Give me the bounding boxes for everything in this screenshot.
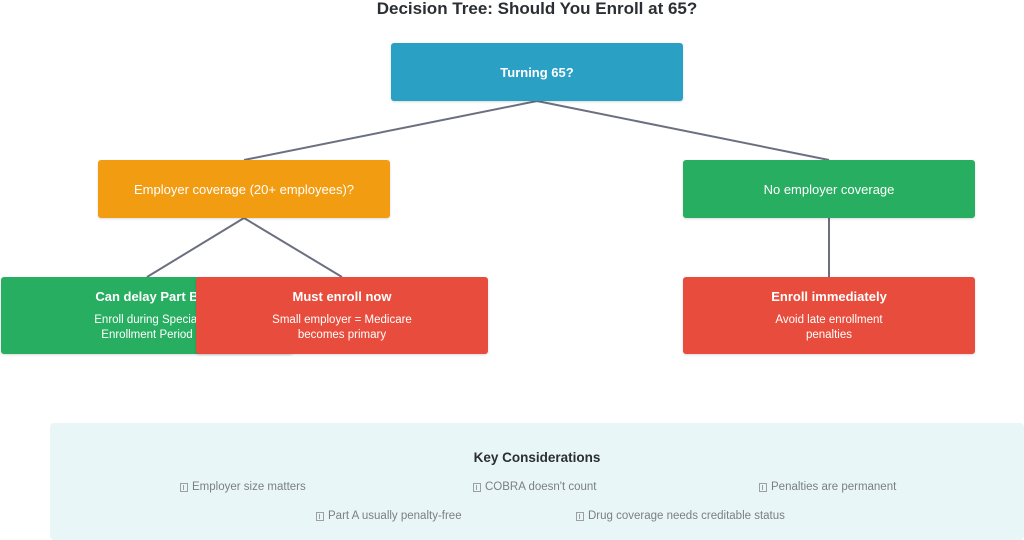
key-item-cobra: COBRA doesn't count [473, 481, 597, 493]
node-must-enroll-now-detail: Small employer = Medicare becomes primar… [272, 313, 412, 341]
glyph-placeholder-icon [473, 482, 481, 492]
key-item-label: Part A usually penalty-free [328, 510, 462, 522]
node-employer-coverage: Employer coverage (20+ employees)? [98, 160, 390, 218]
glyph-placeholder-icon [316, 511, 324, 521]
node-no-employer-coverage: No employer coverage [683, 160, 975, 218]
node-enroll-immediately-heading: Enroll immediately [771, 288, 887, 304]
key-considerations-title: Key Considerations [473, 450, 601, 465]
node-can-delay-part-b-heading: Can delay Part B [95, 288, 199, 304]
key-item-label: Penalties are permanent [771, 481, 897, 493]
node-must-enroll-now: Must enroll now Small employer = Medicar… [196, 277, 488, 354]
node-must-enroll-now-heading: Must enroll now [292, 288, 392, 304]
key-item-label: COBRA doesn't count [485, 481, 597, 493]
node-can-delay-part-b-detail: Enroll during Special Enrollment Period [94, 313, 200, 341]
diagram-title: Decision Tree: Should You Enroll at 65? [376, 0, 698, 18]
connector-employer-must-enroll [243, 217, 343, 278]
key-item-label: Employer size matters [192, 481, 306, 493]
key-item-employer-size: Employer size matters [180, 481, 306, 493]
key-item-drug-coverage: Drug coverage needs creditable status [576, 510, 785, 522]
node-turning-65-label: Turning 65? [500, 64, 574, 80]
connector-employer-delay [146, 217, 245, 278]
node-no-employer-coverage-label: No employer coverage [763, 181, 895, 197]
key-item-part-a: Part A usually penalty-free [316, 510, 462, 522]
connector-root-employer [243, 100, 538, 161]
node-enroll-immediately: Enroll immediately Avoid late enrollment… [683, 277, 975, 354]
glyph-placeholder-icon [180, 482, 188, 492]
node-enroll-immediately-detail: Avoid late enrollment penalties [775, 313, 883, 341]
key-item-label: Drug coverage needs creditable status [588, 510, 785, 522]
connector-root-no-employer [536, 100, 830, 161]
glyph-placeholder-icon [576, 511, 584, 521]
node-turning-65: Turning 65? [391, 43, 683, 101]
node-employer-coverage-label: Employer coverage (20+ employees)? [133, 181, 355, 197]
key-considerations-panel: Key Considerations Employer size matters… [50, 423, 1024, 540]
key-item-penalties: Penalties are permanent [759, 481, 896, 493]
glyph-placeholder-icon [759, 482, 767, 492]
